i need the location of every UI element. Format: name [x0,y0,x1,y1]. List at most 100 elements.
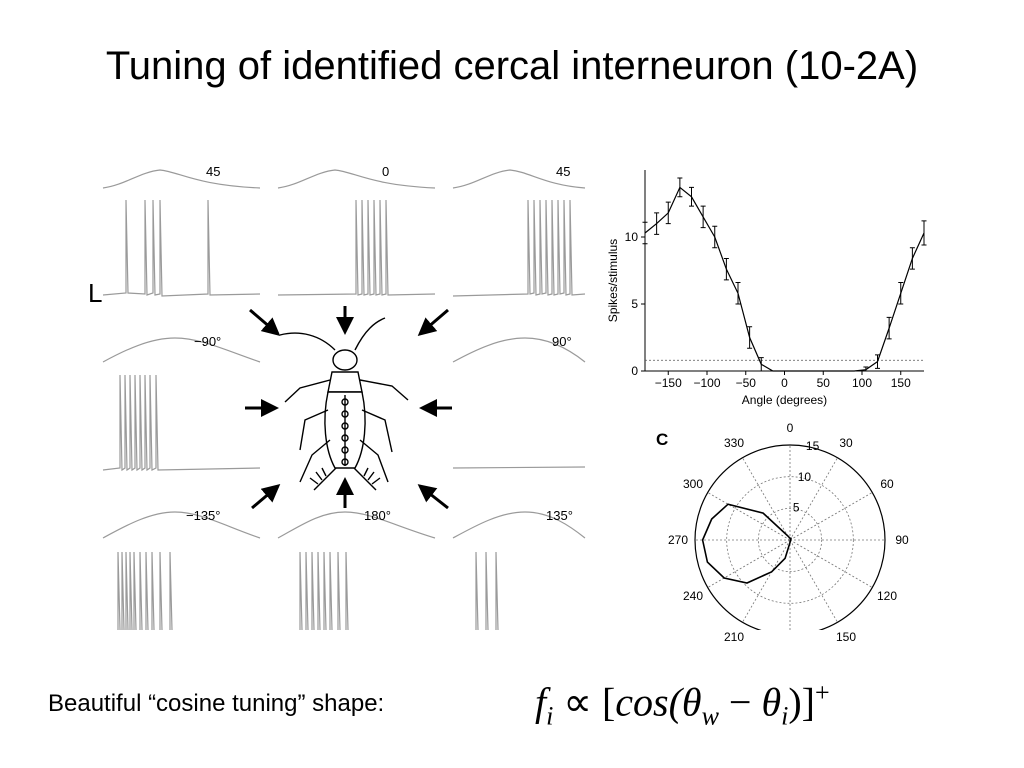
formula-sub2: i [781,701,789,731]
formula-minus: − [718,679,762,725]
stimulus-curve-mid-right [452,337,586,363]
tuning-series-line [644,186,925,372]
antenna-left [279,332,336,351]
angle-label-p135: 135° [546,508,573,523]
error-bar [758,357,764,372]
polar-plot-area [694,444,886,630]
grid-labels: 45 0 45 −90° 90° −135° 180° 135° [186,164,573,523]
x-tick-label: 50 [817,376,831,390]
top-label-mid: 0 [382,164,389,179]
error-bar [898,282,904,305]
error-bar [886,316,892,340]
y-axis-title: Spikes/stimulus [606,239,620,322]
formula-lhs-sub: i [546,701,554,731]
formula-open: [ [601,679,616,725]
x-tick-label: 0 [781,376,788,390]
formula-sup: + [815,678,830,707]
polar-outer-ring [694,444,886,630]
x-tick-label: −50 [736,376,757,390]
error-bar [665,201,671,225]
spike-trace-grid [102,169,586,631]
leg-front-right [359,379,409,401]
polar-spoke [742,457,791,541]
error-bar [875,354,880,369]
formula-prop: ∝ [563,679,592,725]
polar-series-line [701,503,792,584]
angle-label-m135: −135° [186,508,220,523]
stimulus-curve-bot-right [452,511,586,539]
spike-trace-top-left [102,199,261,297]
polar-angle-label: 270 [668,533,688,547]
y-tick-label: 5 [631,297,638,311]
y-tick-label: 10 [625,230,639,244]
leg-mid-left [299,409,329,451]
arrow-top-right [417,308,449,336]
spike-trace-top-right [452,199,586,297]
cercus-right [353,467,377,491]
antenna-right [354,317,386,351]
error-bar [909,247,915,270]
cercus-left [313,467,337,491]
formula-fn: cos( [615,679,682,725]
spike-trace-mid-right [452,466,586,469]
polar-angle-label: 150 [836,630,856,644]
spike-trace-bot-mid [299,551,349,631]
panel-c-letter: C [656,430,668,449]
spike-trace-bot-right [475,551,499,631]
formula-close: )] [788,679,815,725]
top-label-left: 45 [206,164,220,179]
error-bar [654,212,660,235]
leg-hind-left [299,439,331,483]
x-axis-title: Angle (degrees) [742,393,827,407]
formula-sub1: w [701,701,719,731]
polar-radial-label: 15 [806,439,820,453]
cricket-illustration [279,317,409,491]
polar-angle-label: 210 [724,630,744,644]
polar-spoke [789,492,873,541]
polar-spoke [707,492,791,541]
stimulus-curve-mid-left [102,337,261,363]
cricket-head [332,349,358,371]
y-tick-label: 0 [631,364,638,378]
formula-theta1: θ [681,679,702,725]
error-bar [677,177,683,198]
arrow-bottom-left [251,484,281,510]
polar-angle-label: 330 [724,436,744,450]
error-bar [700,205,706,229]
spike-trace-mid-left [102,374,261,472]
polar-spoke [789,539,838,623]
x-tick-label: −100 [693,376,720,390]
x-tick-label: 100 [852,376,872,390]
formula-theta2: θ [761,679,782,725]
cosine-tuning-formula: fi ∝ [cos(θw − θi)]+ [535,678,830,731]
polar-angle-label: 120 [877,589,897,603]
polar-angle-label: 240 [683,589,703,603]
angle-label-p90: 90° [552,334,572,349]
top-label-right: 45 [556,164,570,179]
formula-lhs: f [535,679,547,725]
arrow-bottom-right [417,484,449,510]
stimulus-curve-top-mid [277,169,436,189]
leg-hind-right [359,439,389,483]
caption-text: Beautiful “cosine tuning” shape: [48,690,385,717]
stimulus-curve-bot-mid [277,511,436,539]
polar-radial-label: 5 [793,500,800,514]
stimulus-curve-bot-left [102,511,261,539]
polar-radial-label: 10 [798,470,812,484]
angle-label-m90: −90° [194,334,221,349]
error-bar [863,366,869,372]
error-bar [723,257,729,281]
error-bar [712,225,718,249]
leg-mid-right [361,409,393,453]
polar-angle-label: 60 [880,477,894,491]
polar-spoke [707,539,791,588]
x-tick-label: −150 [655,376,682,390]
stimulus-curve-top-right [452,169,586,189]
error-bar [735,282,741,305]
polar-spoke [789,539,873,588]
spike-trace-top-mid [277,199,436,296]
arrow-top-left [249,308,281,336]
